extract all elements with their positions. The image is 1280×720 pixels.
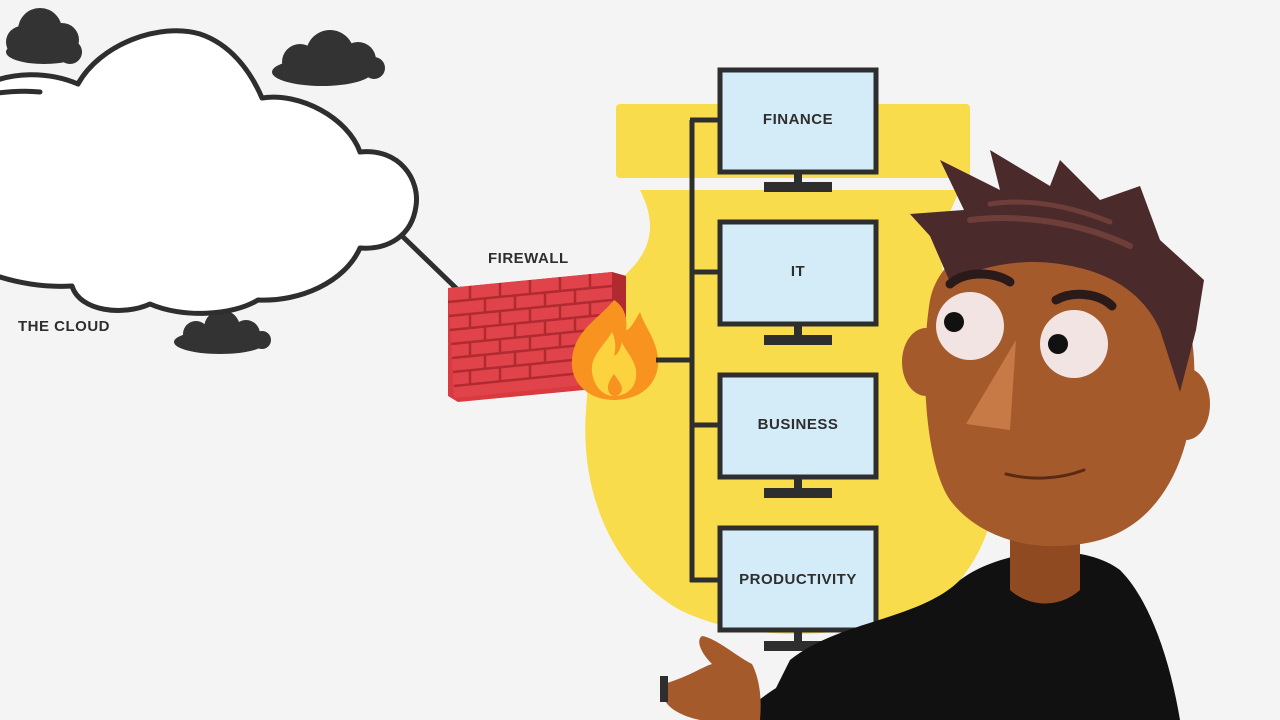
character-nose	[966, 340, 1016, 430]
cloud-firewall-connector	[398, 232, 460, 292]
monitor-label-it: IT	[790, 263, 806, 280]
the-cloud-label: THE CLOUD	[18, 318, 110, 335]
firewall-label: FIREWALL	[488, 250, 569, 267]
character-eye-left	[936, 292, 1004, 360]
character-hair	[910, 150, 1204, 392]
dark-cloud-icon	[6, 8, 82, 64]
dark-cloud-icon	[272, 30, 385, 86]
monitor-finance	[717, 67, 879, 192]
firewall-brick-wall	[447, 272, 626, 402]
monitor-label-finance: FINANCE	[762, 111, 834, 128]
monitor-productivity	[717, 525, 879, 651]
cloud-edge-line	[0, 88, 43, 96]
character-mouth	[1004, 468, 1086, 480]
fire-icon	[571, 300, 659, 400]
the-cloud-shape	[0, 28, 419, 316]
network-bus	[689, 117, 720, 583]
character-arm	[740, 640, 980, 720]
monitor-it	[717, 219, 879, 345]
character-eye-right	[1040, 310, 1108, 378]
monitor-label-business: BUSINESS	[757, 416, 839, 433]
character-hand	[664, 636, 761, 720]
monitor-label-productivity: PRODUCTIVITY	[739, 571, 857, 588]
dark-cloud-icon	[174, 310, 271, 354]
monitor-business	[717, 372, 879, 498]
presenter-character	[660, 150, 1210, 720]
